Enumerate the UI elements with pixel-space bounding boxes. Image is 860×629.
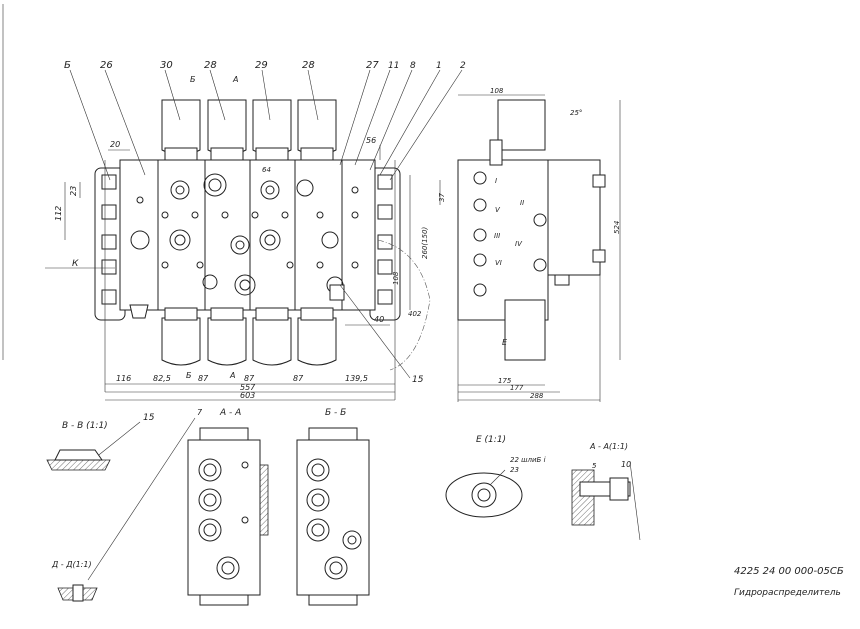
callout-label: 8 [410,61,416,71]
dim-text: 603 [240,391,255,400]
dim-text: 139,5 [345,374,368,383]
dim-text: 402 [408,310,422,318]
callout-label: 30 [160,60,173,71]
callout-label: 28 [302,60,315,71]
section-dd: Д - Д(1:1) [51,560,98,602]
section-vv: В - В (1:1) 15 [46,413,155,471]
dim-text: 87 [293,374,304,383]
section-mark: А [232,75,238,84]
port-label: IV [515,240,523,248]
section-aa: А - А 7 [87,408,269,606]
dim-text: 87 [244,374,255,383]
dim-text: 108 [490,87,504,95]
dim-text: 64 [262,166,271,174]
callout-label: 1 [436,61,442,71]
svg-text:23: 23 [510,466,519,474]
section-mark: А [229,371,235,380]
dim-text: 288 [530,392,544,400]
port-label: V [495,206,501,214]
port-label: VI [495,259,502,267]
section-bb: Б - Б [296,408,370,606]
svg-text:Е (1:1): Е (1:1) [476,435,506,445]
svg-text:10: 10 [621,460,631,469]
svg-text:22 шлиБ і: 22 шлиБ і [510,456,546,464]
svg-text:А - А(1:1): А - А(1:1) [589,442,628,451]
dim-text: 260(150) [421,227,429,259]
dim-text: 108 [392,271,400,285]
dim-text: 87 [198,374,209,383]
dim-text: 23 [69,186,78,196]
port-label: III [494,232,500,240]
dim-text: 175 [498,377,512,385]
callout-label: 15 [412,375,424,385]
port-label: II [520,199,524,207]
callout-label: 27 [366,60,379,71]
dim-text: 20 [110,140,120,149]
drawing-name: Гидрораспределитель [734,588,841,598]
callout-label: 26 [100,60,113,71]
svg-text:Д - Д(1:1): Д - Д(1:1) [51,560,92,569]
side-view: 108 25° 524 37 175 177 288 Е I II III IV… [438,87,621,402]
svg-text:В - В (1:1): В - В (1:1) [62,421,108,431]
drawing-code: 4225 24 00 000-05СБ [734,566,844,577]
dim-text: К [72,259,79,269]
dim-text: 177 [510,384,524,392]
detail-e: Е (1:1) 22 шлиБ і 23 [445,435,546,518]
svg-text:5: 5 [592,462,597,470]
dim-text: 37 [438,193,446,202]
svg-text:7: 7 [197,408,203,417]
section-mark: Б [186,371,192,380]
dim-text: 524 [613,221,621,234]
section-aa-detail: А - А(1:1) 10 5 [571,442,641,541]
svg-text:А - А: А - А [219,408,241,418]
callout-label: 29 [255,60,268,71]
port-label: I [495,177,497,185]
section-mark: Б [190,75,196,84]
callout-label: 2 [460,61,466,71]
front-view: Б 26 30 28 29 28 27 11 8 1 2 28 20 23 11… [45,60,466,401]
callout-label: Б [64,60,71,71]
svg-text:Б - Б: Б - Б [325,408,346,418]
dim-text: 116 [116,374,131,383]
svg-text:15: 15 [143,413,155,423]
callout-label: 11 [388,61,399,71]
callout-label: 28 [204,60,217,71]
dim-text: 112 [54,206,63,221]
dim-text: 82,5 [153,374,171,383]
dim-text: 557 [240,383,256,392]
dim-text: 40 [374,315,384,324]
dim-text: 25° [570,109,582,117]
view-letter: Е [502,338,508,347]
dim-text: 56 [366,136,376,145]
